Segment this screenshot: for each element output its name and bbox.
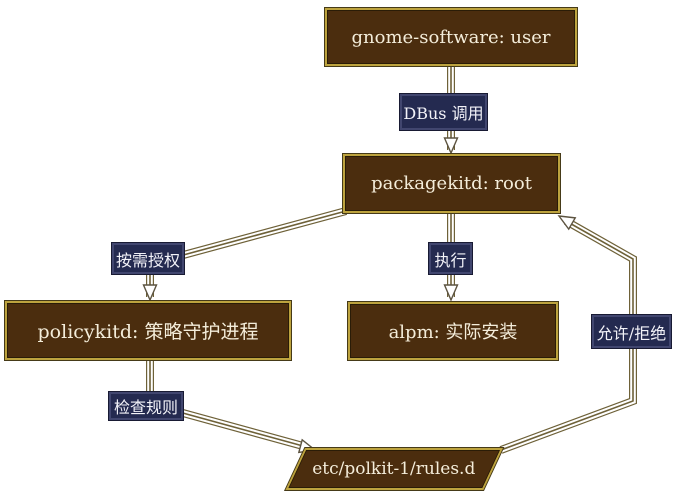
node-alpm: alpm: 实际安装 <box>348 302 558 360</box>
arrowhead-into-policykitd <box>142 284 158 302</box>
edge-label-execute: 执行 <box>429 243 472 274</box>
edge-label-check-rules: 检查规则 <box>109 392 183 420</box>
node-gnome-software: gnome-software: user <box>325 8 577 66</box>
edge-label-dbus-call: DBus 调用 <box>400 94 487 130</box>
arrowhead-into-alpm <box>443 284 459 302</box>
edge-label-on-demand-auth: 按需授权 <box>112 243 184 274</box>
arrowhead-into-packagekitd-top <box>443 137 459 155</box>
node-packagekitd: packagekitd: root <box>343 154 560 213</box>
node-rules-dir: etc/polkit-1/rules.d <box>285 448 503 490</box>
node-policykitd: policykitd: 策略守护进程 <box>5 301 291 360</box>
edge-label-allow-deny: 允许/拒绝 <box>592 315 671 348</box>
arrowhead-into-packagekitd-bottom <box>557 215 577 231</box>
node-rules-dir-label: etc/polkit-1/rules.d <box>312 459 476 479</box>
